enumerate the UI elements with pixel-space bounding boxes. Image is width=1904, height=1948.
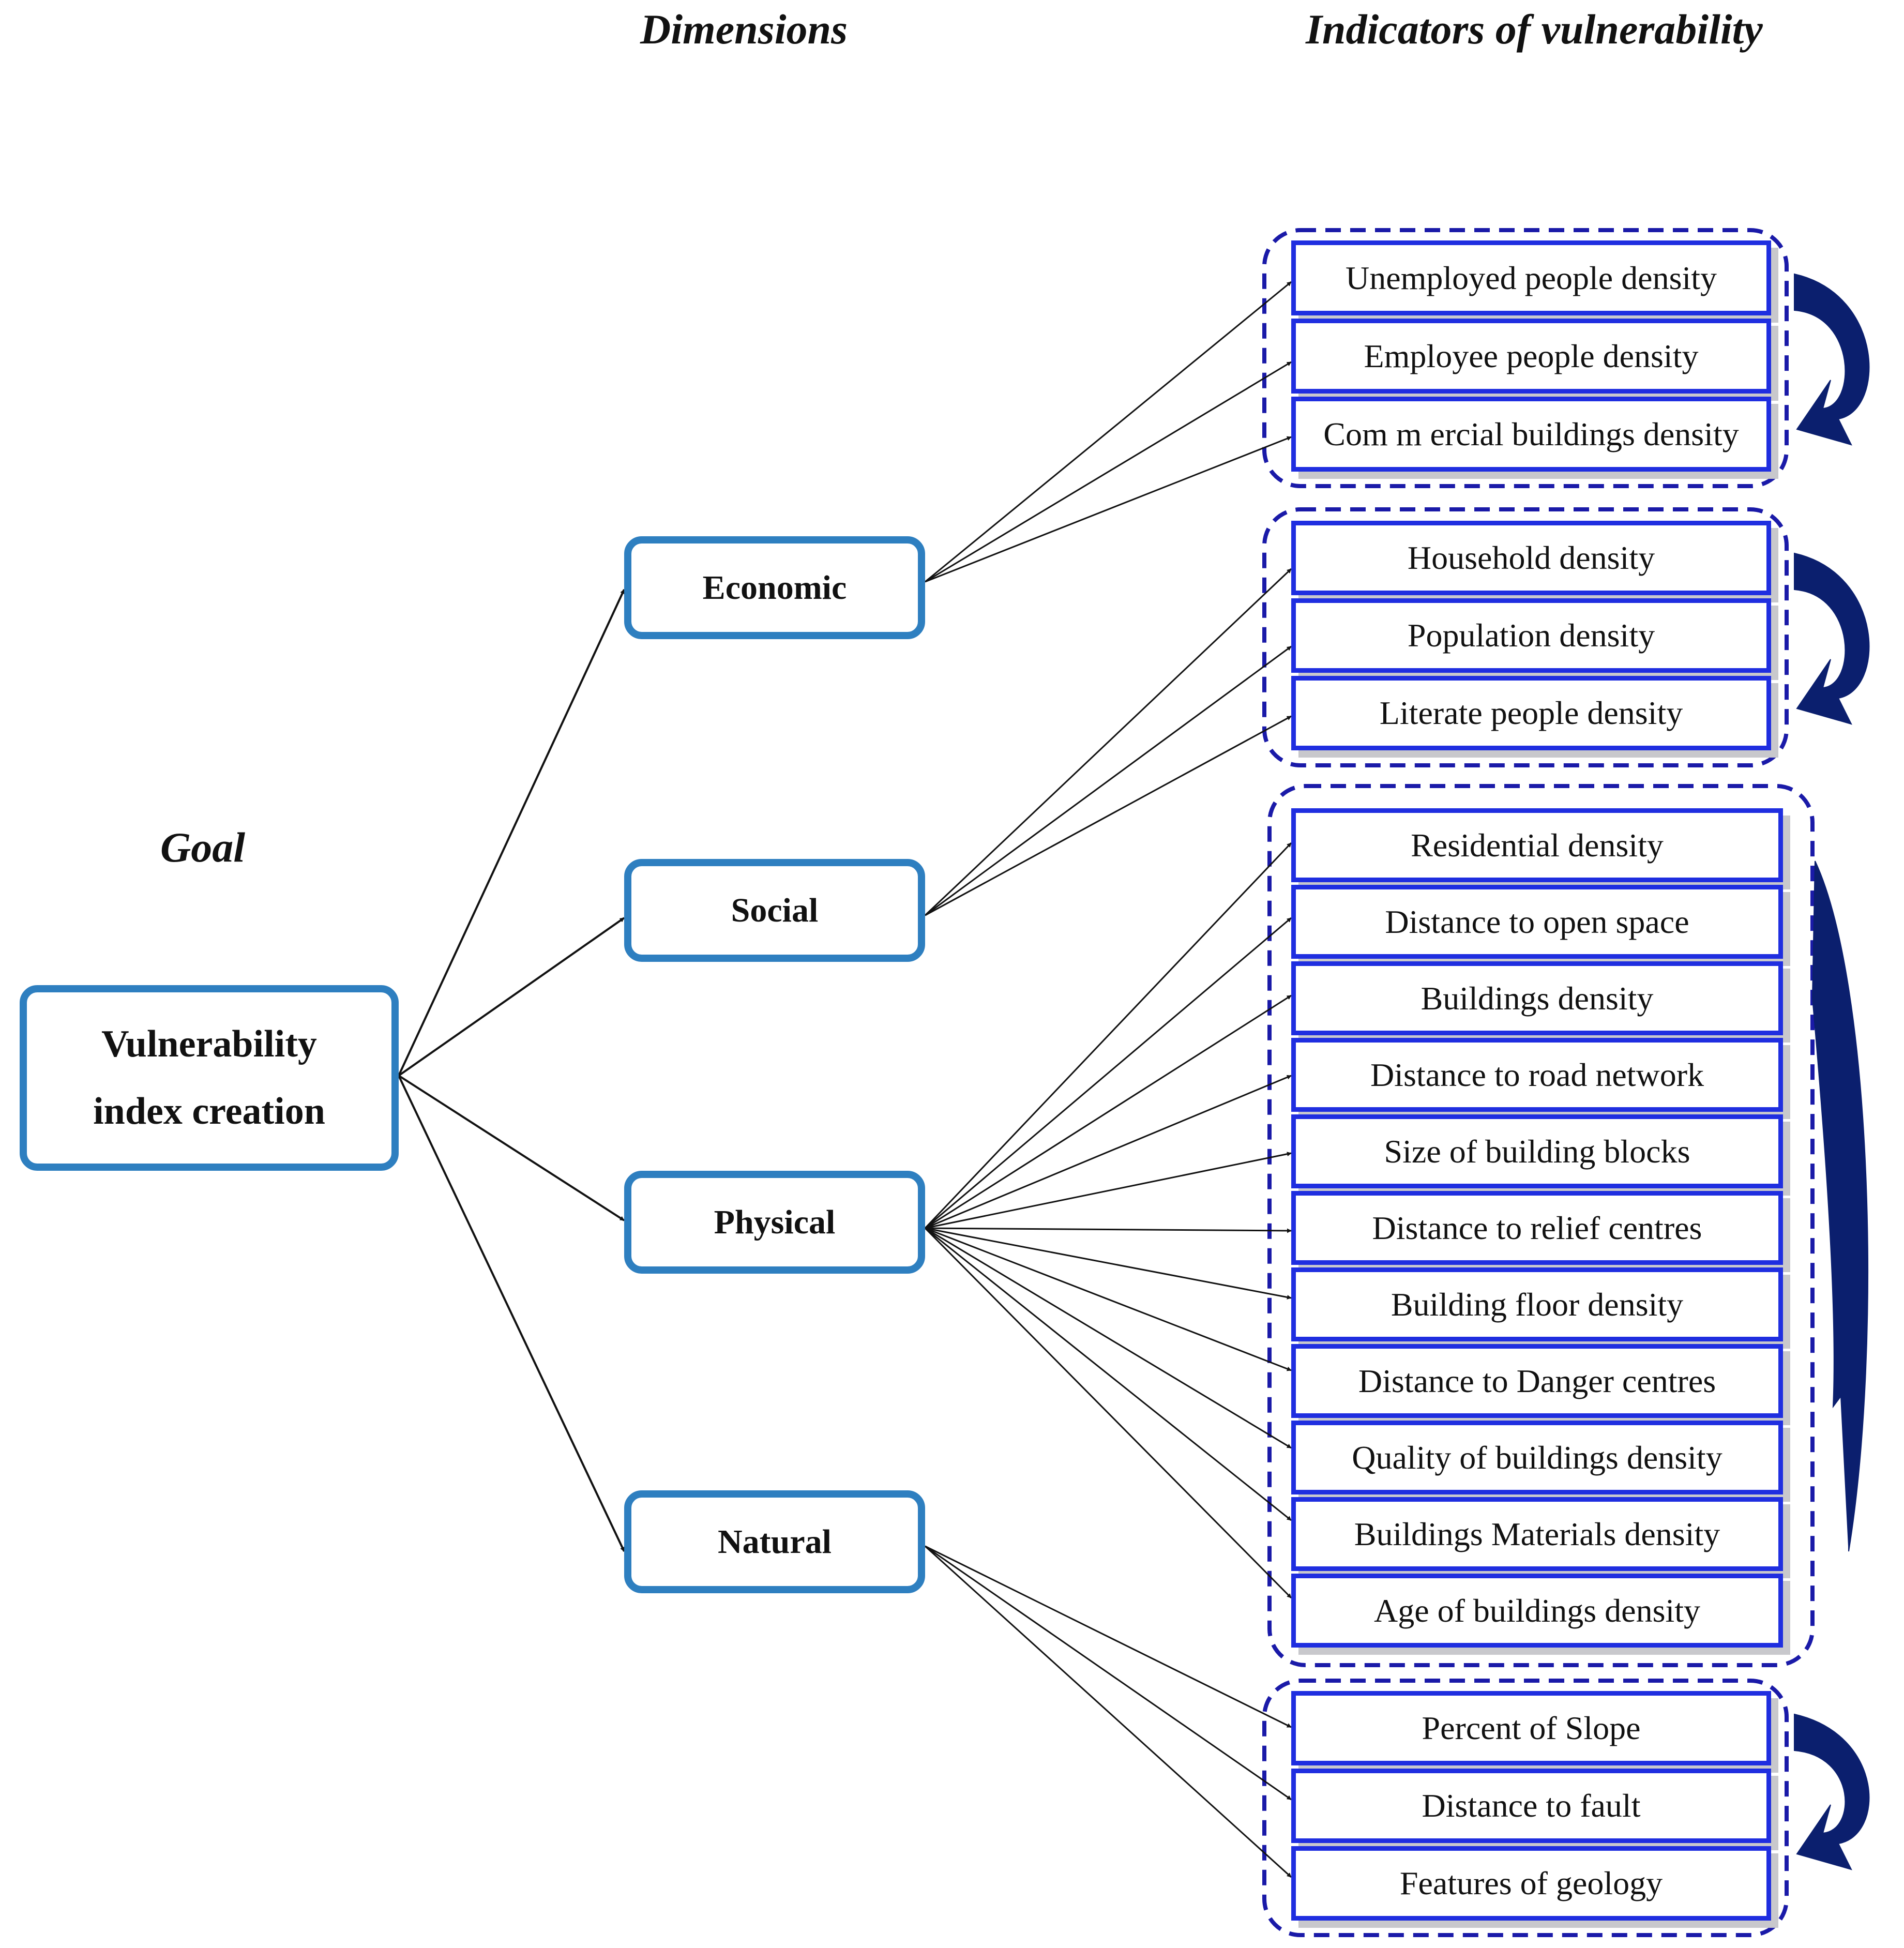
arrow-physical-to-indicator-9 — [925, 1227, 1292, 1449]
arrow-physical-to-indicator-3 — [925, 994, 1292, 1229]
indicator-age-of-buildings-density: Age of buildings density — [1291, 1574, 1783, 1648]
indicator-distance-to-road-network: Distance to road network — [1291, 1038, 1783, 1112]
indicator-employee-people-density: Employee people density — [1291, 319, 1771, 394]
arrow-natural-to-indicator-2 — [925, 1545, 1292, 1801]
indicator-buildings-density: Buildings density — [1291, 961, 1783, 1035]
arrow-physical-to-indicator-5 — [925, 1152, 1292, 1229]
arrow-physical-to-indicator-8 — [925, 1227, 1292, 1371]
arrow-physical-to-indicator-4 — [925, 1075, 1292, 1229]
arrow-physical-to-indicator-6 — [925, 1227, 1292, 1233]
dimensions-header: Dimensions — [640, 6, 848, 53]
indicators-header: Indicators of vulnerability — [1306, 6, 1763, 53]
arrow-social-to-indicator-3 — [925, 715, 1292, 916]
indicator-distance-to-fault: Distance to fault — [1291, 1769, 1771, 1843]
dimension-natural: Natural — [624, 1490, 925, 1593]
physical-group-outline — [1267, 784, 1815, 1667]
indicator-distance-to-danger-centres: Distance to Danger centres — [1291, 1344, 1783, 1418]
dimension-economic: Economic — [624, 536, 925, 639]
indicator-population-density: Population density — [1291, 598, 1771, 673]
economic-group-outline — [1262, 228, 1789, 488]
arrow-economic-to-indicator-2 — [925, 361, 1292, 583]
arrow-goal-to-economic — [398, 589, 625, 1076]
indicator-size-of-building-blocks: Size of building blocks — [1291, 1114, 1783, 1188]
natural-group-outline — [1262, 1679, 1789, 1937]
indicator-buildings-materials-density: Buildings Materials density — [1291, 1497, 1783, 1571]
arrow-social-to-indicator-2 — [925, 645, 1292, 916]
indicator-percent-of-slope: Percent of Slope — [1291, 1691, 1771, 1765]
indicator-household-density: Household density — [1291, 521, 1771, 595]
indicator-literate-people-density: Literate people density — [1291, 676, 1771, 750]
indicator-building-floor-density: Building floor density — [1291, 1267, 1783, 1341]
arrow-physical-to-indicator-1 — [924, 842, 1292, 1229]
indicator-distance-to-open-space: Distance to open space — [1291, 885, 1783, 959]
indicator-commercial-buildings-density: Com m ercial buildings density — [1291, 397, 1771, 472]
goal-header: Goal — [160, 824, 245, 871]
goal-node: Vulnerability index creation — [20, 985, 399, 1171]
curved-arrow-economic — [1794, 273, 1870, 446]
curved-arrow-social — [1794, 552, 1870, 725]
dimension-social: Social — [624, 859, 925, 962]
indicator-unemployed-people-density: Unemployed people density — [1291, 240, 1771, 315]
arrow-goal-to-natural — [398, 1075, 625, 1552]
arrow-physical-to-indicator-10 — [925, 1227, 1292, 1521]
curved-arrow-natural — [1794, 1713, 1870, 1870]
arrow-physical-to-indicator-11 — [924, 1227, 1292, 1599]
indicator-quality-of-buildings-density: Quality of buildings density — [1291, 1421, 1783, 1494]
indicator-residential-density: Residential density — [1291, 808, 1783, 882]
arrow-physical-to-indicator-7 — [925, 1227, 1292, 1300]
social-group-outline — [1262, 507, 1789, 767]
curved-arrow-physical — [1811, 860, 1869, 1552]
indicator-features-of-geology: Features of geology — [1291, 1846, 1771, 1921]
arrow-economic-to-indicator-1 — [925, 281, 1292, 583]
arrow-physical-to-indicator-2 — [925, 917, 1292, 1229]
goal-node-line-2: index creation — [93, 1090, 325, 1132]
arrow-social-to-indicator-1 — [924, 568, 1292, 916]
arrow-goal-to-physical — [398, 1075, 625, 1221]
indicator-distance-to-relief-centres: Distance to relief centres — [1291, 1191, 1783, 1265]
arrow-goal-to-social — [398, 917, 625, 1077]
arrow-economic-to-indicator-3 — [925, 436, 1292, 583]
dimension-physical: Physical — [624, 1171, 925, 1274]
arrow-natural-to-indicator-3 — [924, 1545, 1292, 1878]
goal-node-line-1: Vulnerability — [101, 1023, 317, 1065]
arrow-natural-to-indicator-1 — [925, 1545, 1292, 1728]
